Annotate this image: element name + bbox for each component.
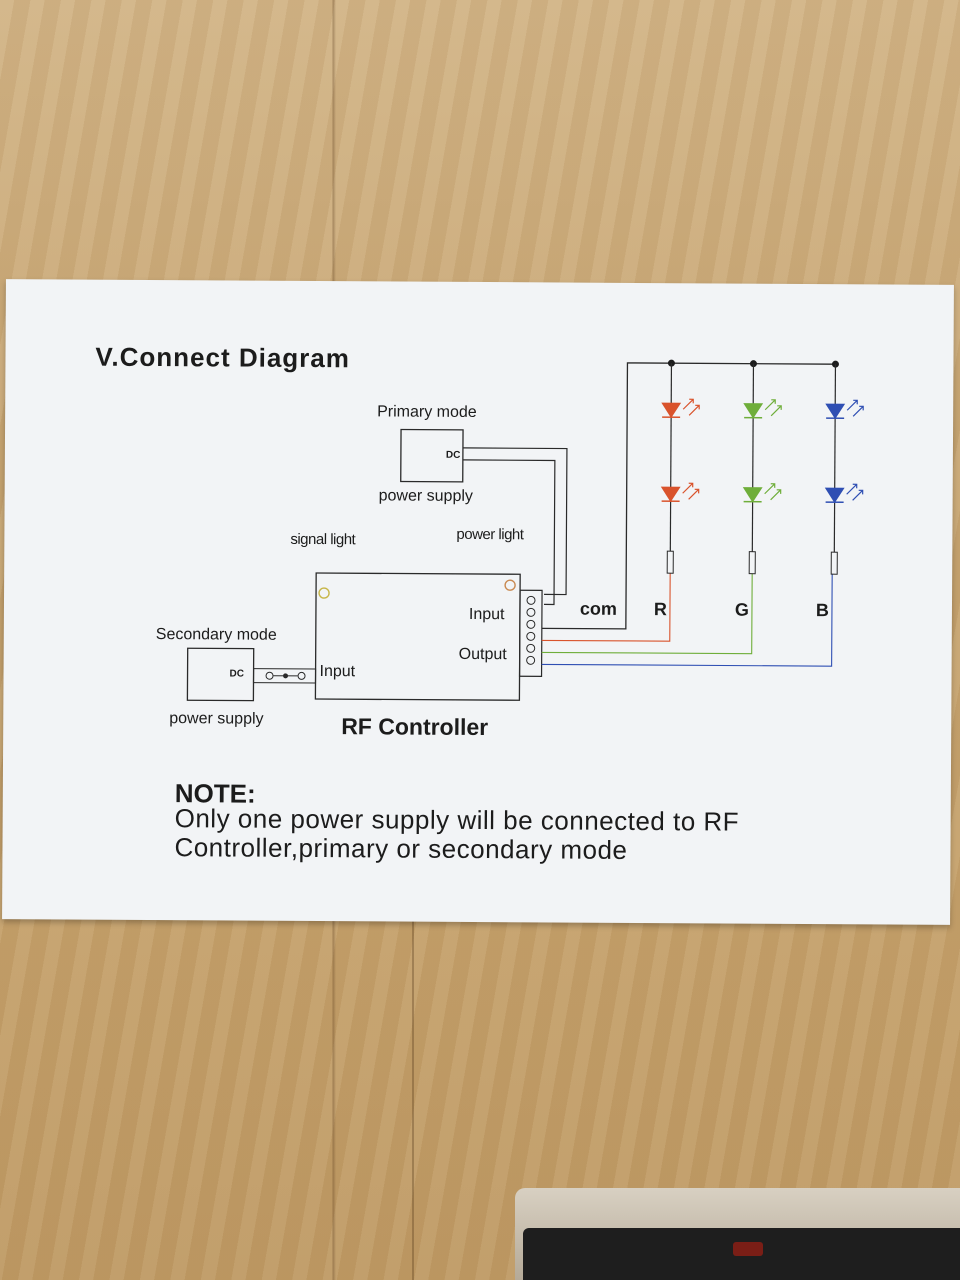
green-channel — [742, 363, 782, 575]
g-label: G — [734, 599, 750, 620]
note-body: Only one power supply will be connected … — [174, 803, 740, 865]
signal-light-indicator — [318, 587, 330, 599]
controller-input-label: Input — [468, 605, 505, 624]
primary-wire-2 — [462, 459, 556, 606]
instruction-sheet: V.Connect Diagram Primary mode DC power … — [2, 279, 954, 925]
com-wire — [541, 362, 836, 630]
power-light-indicator — [504, 579, 516, 591]
secondary-input-label: Input — [319, 663, 356, 681]
primary-mode-label: Primary mode — [377, 403, 477, 421]
blue-wire — [541, 572, 833, 667]
power-light-label: power light — [456, 525, 524, 544]
r-label: R — [653, 599, 668, 620]
green-wire — [541, 571, 753, 655]
red-channel — [660, 363, 700, 574]
primary-supply-label: power supply — [378, 487, 473, 505]
terminal-block — [518, 589, 543, 677]
secondary-mode-label: Secondary mode — [155, 626, 277, 644]
connector-symbol — [265, 671, 306, 680]
controller-name: RF Controller — [341, 713, 489, 741]
blue-channel — [824, 364, 864, 575]
terminal-screws — [526, 595, 536, 665]
secondary-connector — [252, 668, 317, 684]
secondary-dc-label: DC — [229, 668, 245, 680]
com-label: com — [579, 598, 618, 619]
device-body — [523, 1228, 960, 1280]
wood-seam — [412, 920, 414, 1280]
primary-dc-label: DC — [445, 449, 461, 461]
primary-supply-box — [400, 428, 464, 483]
primary-wire-1 — [462, 447, 568, 596]
signal-light-label: signal light — [290, 530, 356, 549]
b-label: B — [815, 600, 830, 621]
controller-output-label: Output — [458, 645, 507, 664]
junction-blue — [831, 360, 839, 368]
red-wire — [541, 571, 671, 642]
wiring-diagram — [186, 359, 864, 702]
controller-device-photo — [515, 1188, 960, 1280]
secondary-supply-label: power supply — [169, 710, 264, 728]
diagram-title: V.Connect Diagram — [95, 341, 351, 374]
device-indicator — [733, 1242, 763, 1256]
